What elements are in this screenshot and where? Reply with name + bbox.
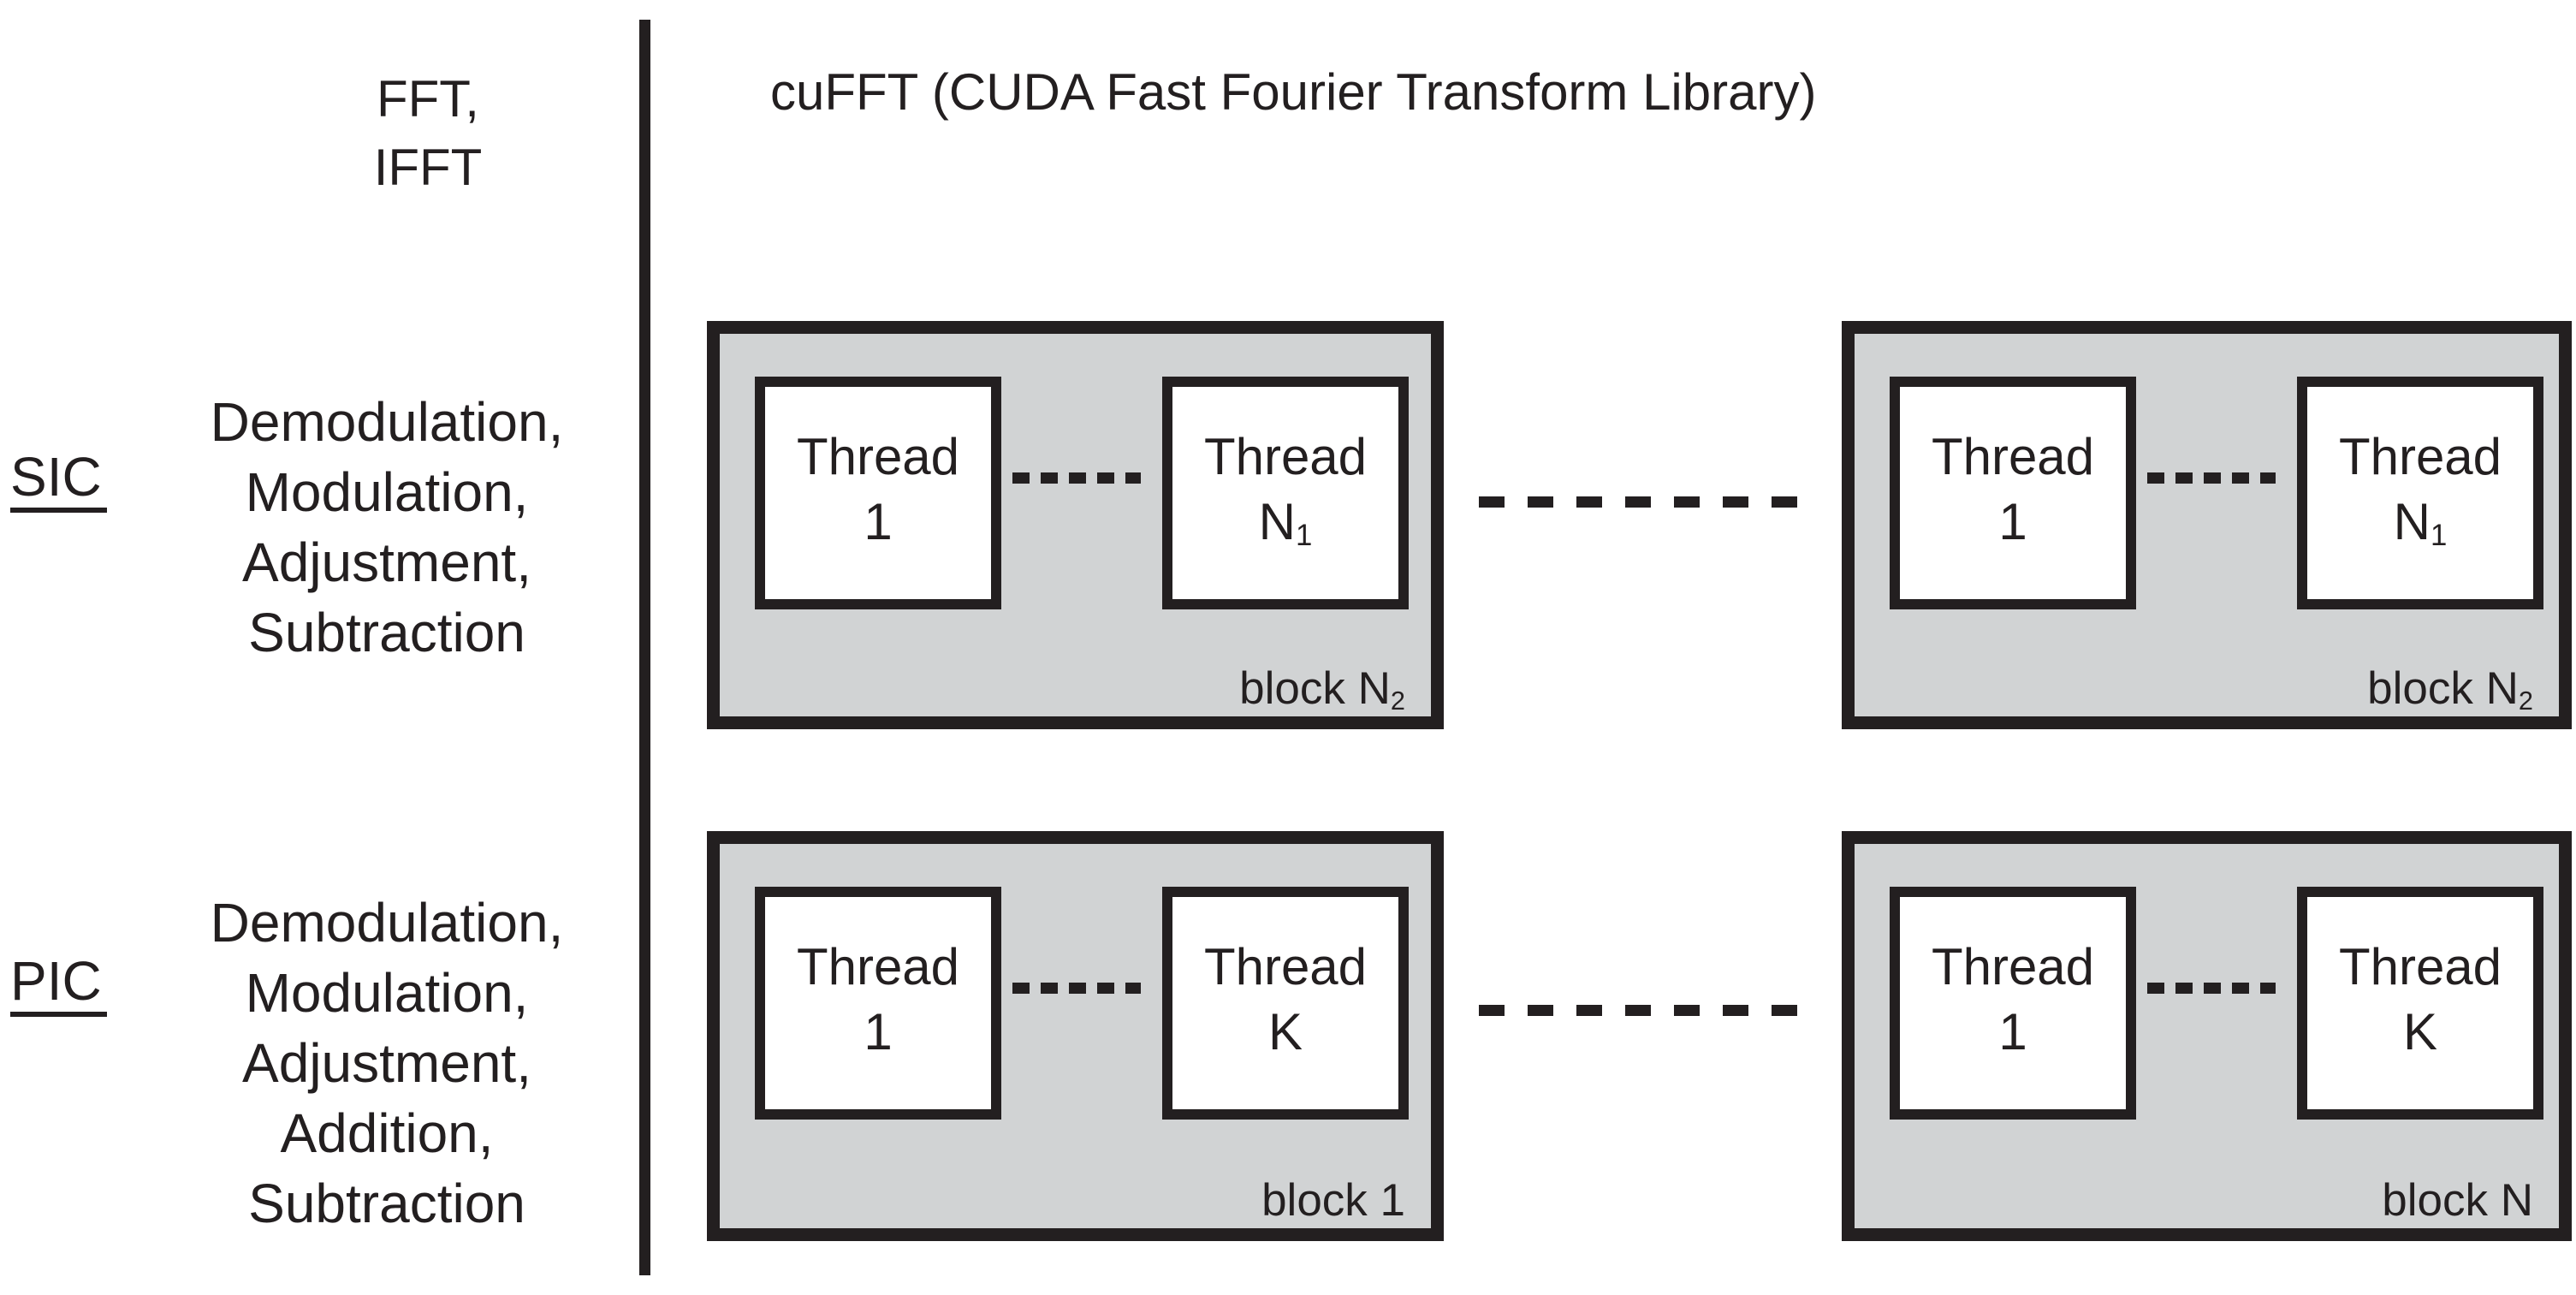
block-label: block N2: [1239, 663, 1405, 716]
cuda-block-top-right: Thread 1 Thread N1 block N2: [1842, 321, 2572, 729]
thread-box-index: K: [1267, 1002, 1303, 1060]
thread-ellipsis-icon: [1012, 983, 1141, 994]
thread-box: Thread 1: [1890, 377, 2136, 609]
thread-box-label: Thread: [796, 937, 960, 995]
thread-box-index: 1: [864, 1002, 893, 1060]
sic-operations: Demodulation, Modulation, Adjustment, Su…: [205, 387, 568, 668]
operation-item: Subtraction: [248, 1173, 525, 1234]
thread-box-label: Thread: [796, 427, 960, 485]
thread-box: Thread K: [1162, 887, 1409, 1120]
operation-item: Adjustment,: [242, 532, 531, 593]
pic-label: PIC: [10, 953, 107, 1017]
cufft-title: cuFFT (CUDA Fast Fourier Transform Libra…: [770, 63, 1817, 121]
thread-box-label: Thread: [1203, 937, 1368, 995]
operation-item: Demodulation,: [210, 391, 564, 453]
operation-item: Adjustment,: [242, 1032, 531, 1094]
operation-item: Modulation,: [245, 962, 529, 1024]
sic-label: SIC: [10, 449, 107, 513]
thread-box-label: Thread: [1203, 427, 1368, 485]
thread-box: Thread 1: [1890, 887, 2136, 1120]
operation-item: Demodulation,: [210, 892, 564, 953]
thread-box: Thread N1: [2297, 377, 2543, 609]
block-label-subscript: 2: [2518, 685, 2533, 716]
block-label-subscript: 2: [1390, 685, 1405, 716]
divider-line: [639, 20, 650, 1275]
fft-line: FFT,: [377, 70, 479, 128]
operation-item: Modulation,: [245, 461, 529, 523]
operation-item: Subtraction: [248, 602, 525, 663]
fft-ifft-label: FFT, IFFT: [257, 65, 599, 202]
pic-operations: Demodulation, Modulation, Adjustment, Ad…: [205, 888, 568, 1239]
thread-index-subscript: 1: [2430, 519, 2448, 553]
thread-box: Thread N1: [1162, 377, 1409, 609]
thread-ellipsis-icon: [1012, 472, 1141, 484]
thread-box-index: 1: [864, 492, 893, 550]
thread-box-index: K: [2402, 1002, 2438, 1060]
thread-box: Thread 1: [755, 377, 1001, 609]
block-label: block N: [2382, 1175, 2533, 1226]
inter-block-ellipsis-icon: [1479, 1005, 1818, 1016]
thread-index-subscript: 1: [1295, 519, 1313, 553]
block-label: block N2: [2367, 663, 2533, 716]
cuda-block-bottom-left: Thread 1 Thread K block 1: [707, 831, 1444, 1241]
thread-ellipsis-icon: [2147, 472, 2276, 484]
thread-box: Thread 1: [755, 887, 1001, 1120]
inter-block-ellipsis-icon: [1479, 496, 1818, 508]
operation-item: Addition,: [280, 1102, 494, 1164]
thread-box-label: Thread: [2338, 937, 2502, 995]
thread-box-index: N1: [2393, 492, 2448, 553]
thread-box-index: 1: [1998, 492, 2027, 550]
thread-box-label: Thread: [1931, 427, 2095, 485]
thread-box-index: 1: [1998, 1002, 2027, 1060]
thread-ellipsis-icon: [2147, 983, 2276, 994]
cuda-block-top-left: Thread 1 Thread N1 block N2: [707, 321, 1444, 729]
thread-box-label: Thread: [2338, 427, 2502, 485]
thread-box-label: Thread: [1931, 937, 2095, 995]
thread-box-index: N1: [1258, 492, 1313, 553]
ifft-line: IFFT: [373, 139, 483, 196]
thread-box: Thread K: [2297, 887, 2543, 1120]
block-label: block 1: [1261, 1175, 1405, 1226]
cuda-block-bottom-right: Thread 1 Thread K block N: [1842, 831, 2572, 1241]
